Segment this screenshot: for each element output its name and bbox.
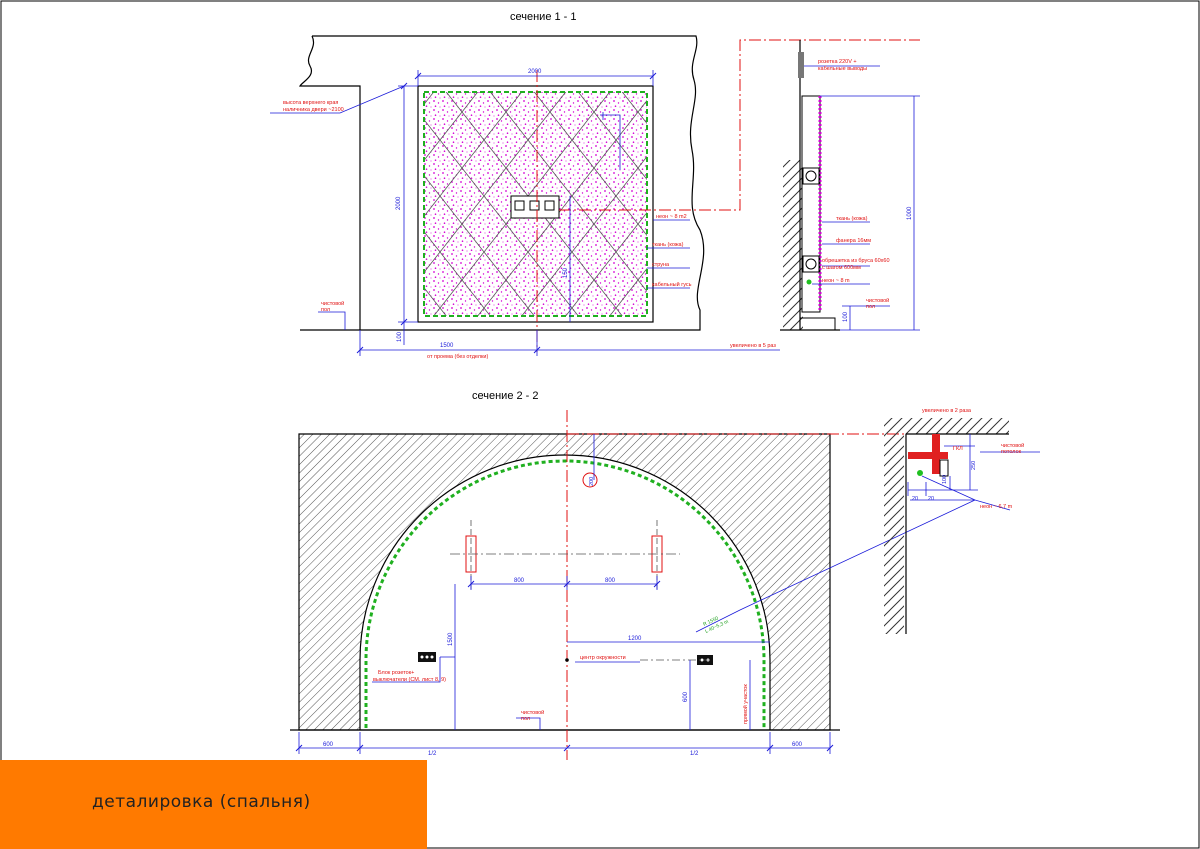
- detail1-panel: [801, 95, 821, 313]
- arch-trim: [364, 459, 766, 728]
- dim-ticks-section2: [295, 580, 834, 752]
- footer-banner: [0, 760, 427, 849]
- dim-width: 2000: [528, 69, 542, 75]
- dimensions-detail1: [804, 65, 920, 331]
- dim-top-mark: 200: [589, 477, 595, 486]
- note-scale-2: увеличено в 2 раза: [922, 408, 972, 414]
- dim-detail-20b: 20: [928, 496, 934, 502]
- dim-socket: 150: [563, 267, 569, 278]
- detail2-gkl: [939, 459, 949, 477]
- detail1-neon: [806, 279, 812, 285]
- dim-height: 2000: [396, 196, 402, 210]
- detail1-wall: [783, 160, 803, 330]
- dim-half-left: 1/2: [428, 751, 437, 757]
- dim-right-height: 1000: [907, 206, 913, 220]
- dim-sconce-left: 800: [514, 578, 525, 584]
- note-opening: от проема (без отделки): [427, 354, 488, 360]
- note-battens-1: обрешетка из бруса 60х60: [822, 258, 890, 264]
- socket-left-dot-1: [420, 655, 424, 659]
- note-neon: неон ~ 8 m2: [656, 214, 687, 220]
- dimensions-section1: [270, 70, 780, 356]
- dim-ticks-section1: [356, 72, 657, 354]
- detail2-neon: [917, 470, 923, 476]
- note-block-1: Блок розеток+: [378, 670, 414, 676]
- socket-left-dot-3: [430, 655, 434, 659]
- socket-1: [514, 200, 525, 211]
- dim-half-right: 1/2: [690, 751, 699, 757]
- note-socket220-1: розетка 220V +: [818, 59, 857, 65]
- wall-left-break: [299, 35, 361, 330]
- dim-detail-20a: 20: [912, 496, 918, 502]
- wall-outline: [300, 35, 705, 331]
- dim-sconce-right: 800: [605, 578, 616, 584]
- dim-socket-600: 600: [683, 691, 689, 702]
- note-ceiling-2: потолок: [1001, 449, 1022, 455]
- note-floor-left-2: пол: [321, 307, 330, 313]
- note-floor-2a: чистовой: [521, 709, 544, 716]
- note-socket220-2: кабельные выводы: [818, 66, 867, 72]
- note-block-2: выключатели (СМ. лист 8, 9): [373, 677, 446, 683]
- detail1-batten-top: [802, 167, 820, 185]
- note-string: струна: [652, 262, 670, 268]
- note-center: центр окружности: [580, 655, 626, 661]
- note-fabric: ткань (кожа): [652, 242, 684, 248]
- footer-title: деталировка (спальня): [92, 792, 311, 812]
- note-cable: кабельный гусь: [652, 281, 692, 288]
- note-straight: прямой участок: [742, 684, 749, 724]
- socket-3: [544, 200, 555, 211]
- socket-right-dot-1: [700, 658, 704, 662]
- dim-bottom: 100: [397, 331, 403, 342]
- section2-title: сечение 2 - 2: [472, 390, 539, 402]
- detail1-socket: [798, 52, 804, 78]
- note-floor-2b: пол: [521, 716, 530, 722]
- note-plywood: фанера 16мм: [836, 238, 871, 244]
- note-neon-right: неон ~ 8 m: [822, 278, 850, 284]
- note-ceiling-1: чистовой: [1001, 442, 1024, 449]
- note-floor-left-1: чистовой: [321, 300, 344, 307]
- socket-2: [529, 200, 540, 211]
- dim-detail-250: 250: [971, 461, 977, 470]
- note-floor-right-1: чистовой: [866, 297, 889, 304]
- detail2-ceiling: [884, 418, 1009, 434]
- note-scale-1: увеличено в 5 раз: [730, 343, 776, 349]
- note-door-height-2: наличника двери ~2100: [283, 107, 344, 113]
- detail1-batten-bottom: [802, 255, 820, 273]
- note-battens-2: с шагом 600мм: [822, 265, 861, 271]
- note-door-height-1: высота верхнего края: [283, 100, 338, 106]
- detail2-cornice-h: [908, 452, 948, 459]
- detail1-base: [799, 317, 836, 330]
- dim-offset: 1500: [440, 343, 454, 349]
- axis-cable-route: [559, 39, 920, 211]
- note-gkl: ГКЛ: [953, 446, 963, 452]
- dim-right-bottom: 100: [843, 311, 849, 322]
- circle-center: [565, 658, 569, 662]
- dim-detail-100: 100: [942, 475, 948, 484]
- socket-left-dot-2: [425, 655, 429, 659]
- top-mark-circle: [582, 472, 598, 488]
- dimensions-detail2: [907, 434, 1040, 501]
- detail1-batten-top-mark: [805, 170, 817, 182]
- detail2-wall: [884, 434, 904, 634]
- note-neon-2: неон ~ 6,7 m: [980, 504, 1013, 510]
- dim-left-600: 600: [323, 742, 334, 748]
- section1-title: сечение 1 - 1: [510, 11, 577, 23]
- headboard-outer: [417, 85, 654, 323]
- dim-height-1500: 1500: [448, 632, 454, 646]
- note-fabric-right: ткань (кожа): [836, 216, 868, 222]
- detail1-batten-bottom-mark: [805, 258, 817, 270]
- note-floor-right-2: пол: [866, 304, 875, 310]
- dim-right-600: 600: [792, 742, 803, 748]
- dim-radius-1200: 1200: [628, 636, 642, 642]
